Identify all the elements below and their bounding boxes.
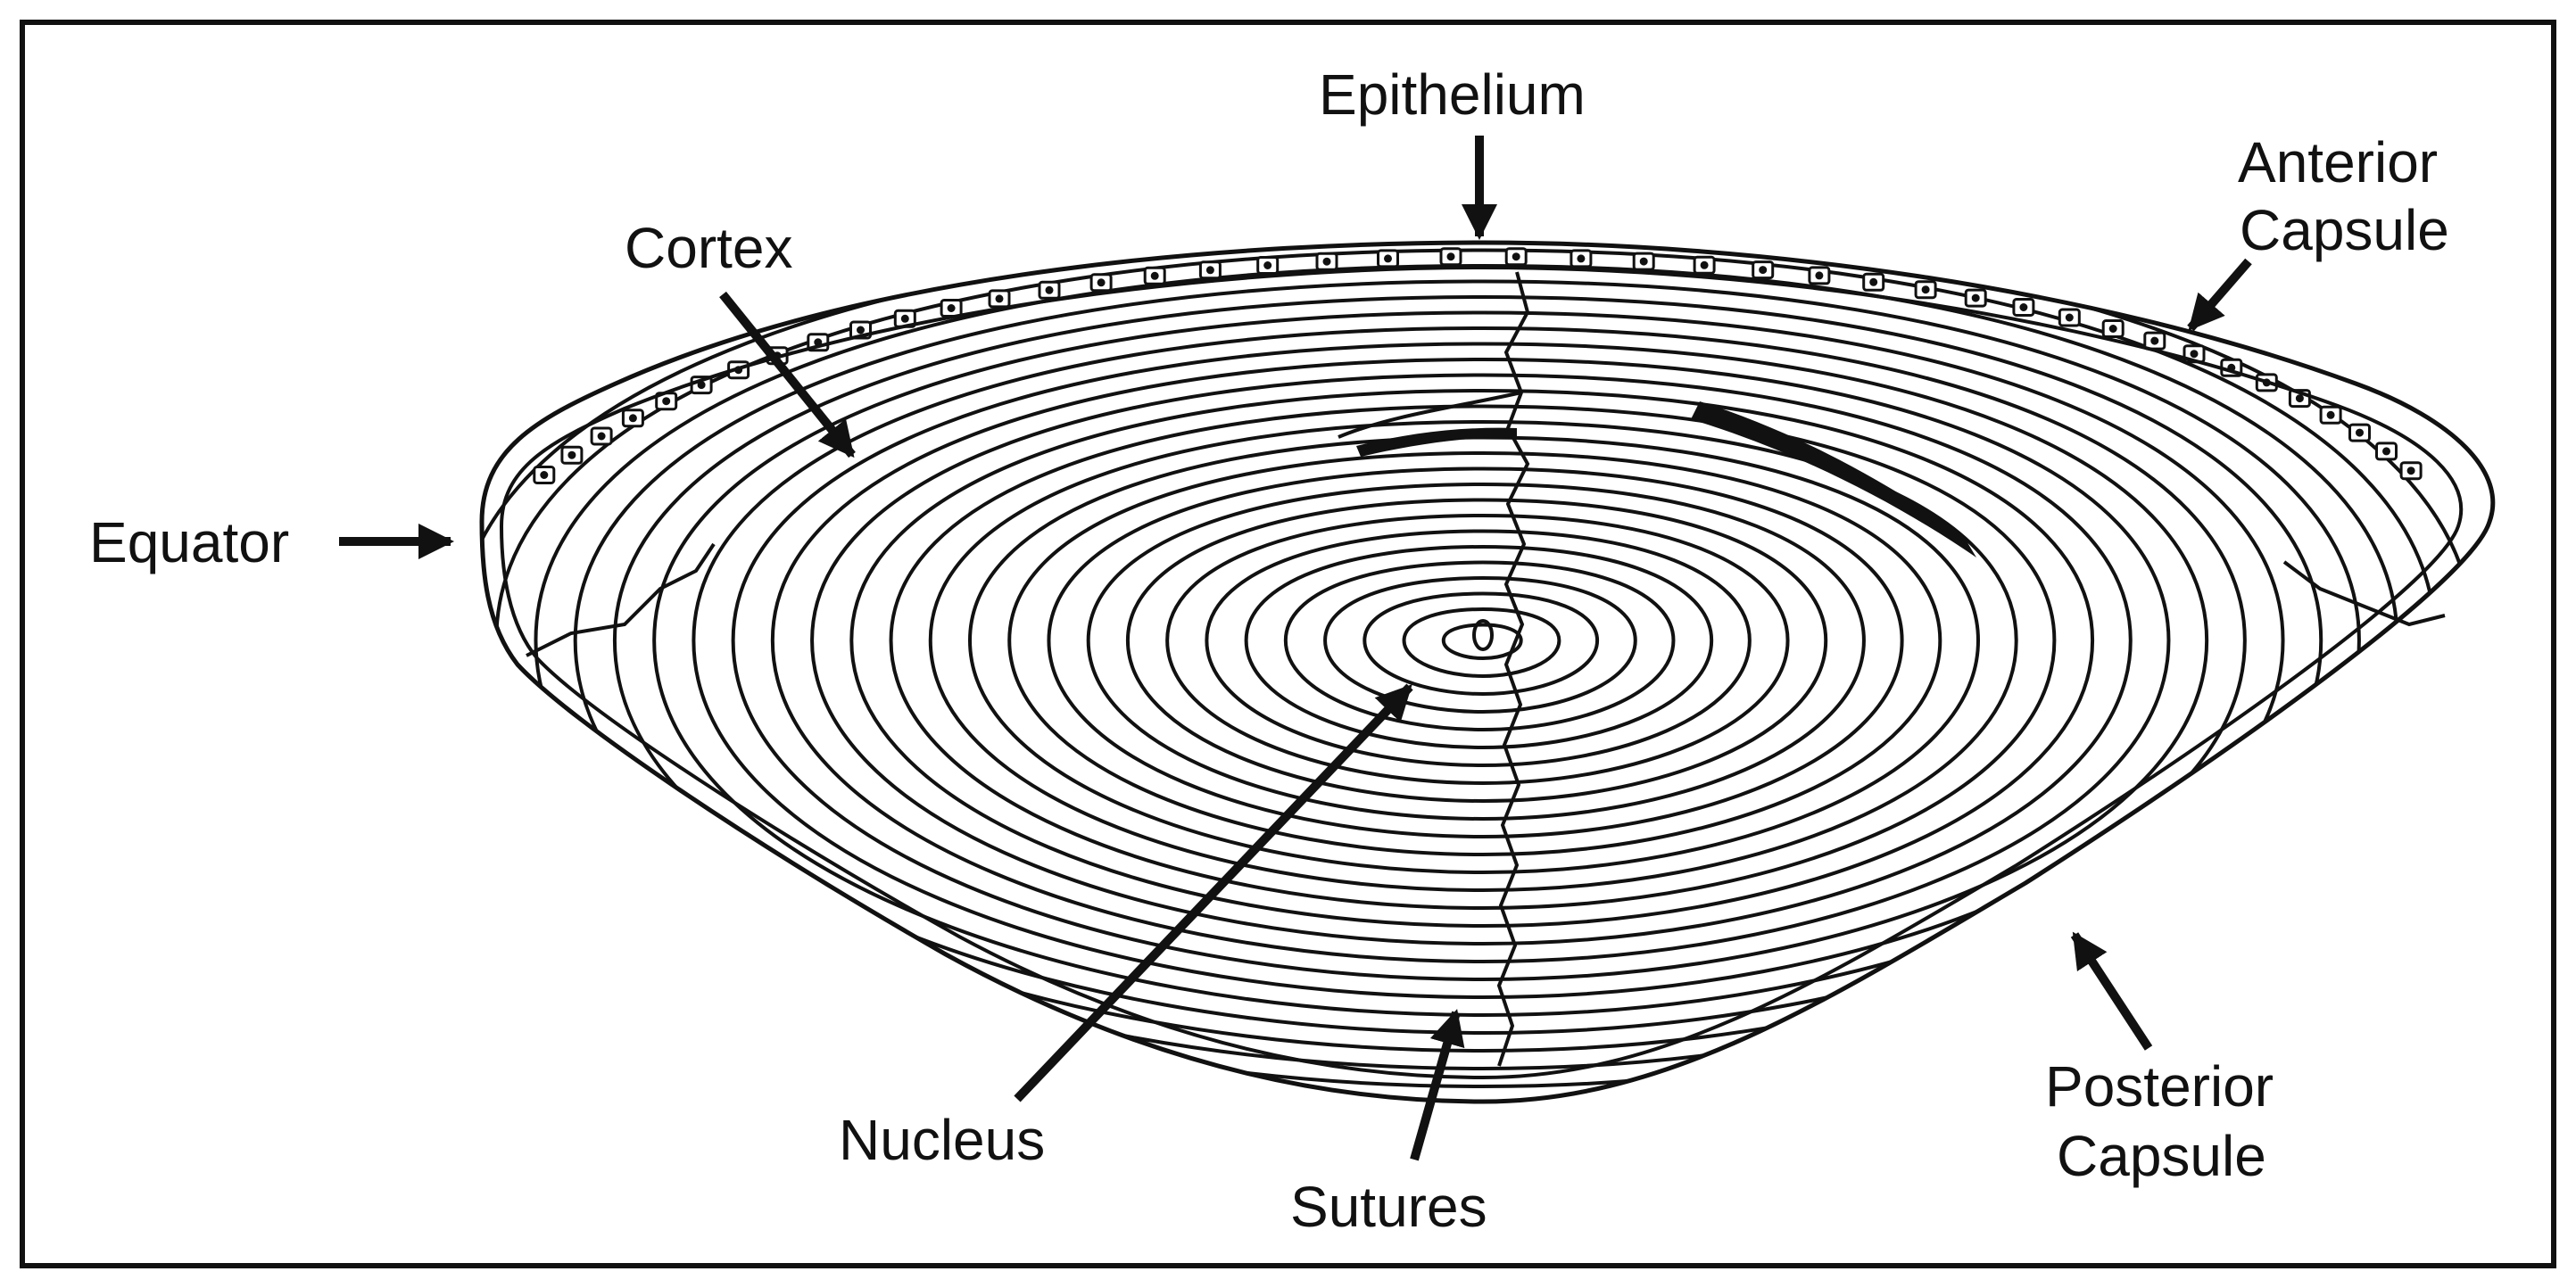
epithelium-cell-nucleus: [1971, 293, 1980, 302]
epithelium-cell-nucleus: [2295, 394, 2304, 403]
epithelium-cell-nucleus: [662, 397, 671, 406]
epithelium-cell-nucleus: [1512, 252, 1520, 261]
epithelium-cell-nucleus: [2326, 410, 2335, 419]
epithelium-cell-nucleus: [1700, 260, 1709, 269]
fiber-layer: [849, 388, 2095, 929]
fiber-layer: [967, 435, 1981, 875]
fiber-layer: [692, 326, 2247, 1000]
epithelium-cell-nucleus: [900, 314, 909, 323]
epithelium-cell-nucleus: [1322, 257, 1331, 266]
anterior-capsule-arrow: [2187, 258, 2252, 332]
epithelium-cell-nucleus: [2356, 428, 2364, 437]
nucleus-label: Nucleus: [839, 1108, 1045, 1172]
fiber-layer: [810, 373, 2133, 946]
fiber-layer: [889, 404, 2057, 911]
epithelium-cell-nucleus: [597, 432, 606, 441]
equator-crack-left: [526, 542, 716, 657]
lens-fiber-layers: [482, 243, 2476, 1102]
fiber-layer: [928, 419, 2018, 893]
epithelium-cell-nucleus: [1815, 271, 1824, 280]
fiber-layer: [1244, 544, 1714, 750]
epithelium-cell-nucleus: [857, 326, 865, 334]
equator-label: Equator: [89, 510, 289, 574]
epithelium-cell-nucleus: [1384, 254, 1392, 263]
fiber-layer: [731, 342, 2209, 982]
suture-branch-upper: [1338, 391, 1522, 439]
epithelium-cell-nucleus: [1097, 278, 1106, 287]
fiber-layer: [652, 310, 2285, 1018]
fiber-layer: [1047, 466, 1904, 839]
fiber-layer: [612, 294, 2323, 1036]
posterior-capsule-label-line1: Posterior: [2045, 1054, 2274, 1119]
epithelium-cell-nucleus: [1759, 266, 1768, 275]
posterior-capsule-arrow: [2070, 931, 2153, 1051]
equator-crack-right: [2282, 560, 2446, 627]
epithelium-cell-nucleus: [1263, 261, 1272, 269]
anterior-capsule-label-line2: Capsule: [2240, 198, 2449, 262]
fiber-layer: [573, 279, 2361, 1053]
epithelium-cell-nucleus: [567, 450, 576, 459]
epithelium-cell-nucleus: [540, 471, 549, 479]
epithelium-cell-nucleus: [628, 414, 637, 423]
dark-fiber-band: [1691, 401, 1976, 557]
epithelium-cell-nucleus: [697, 381, 706, 390]
epithelium-cell-nucleus: [2150, 336, 2159, 345]
epithelium-cell-nucleus: [2190, 350, 2199, 359]
fiber-layer: [1323, 575, 1637, 714]
fiber-layer: [1086, 482, 1866, 822]
fiber-layer: [1007, 450, 1942, 857]
fiber-layer: [1363, 591, 1600, 697]
posterior-capsule-label-line2: Capsule: [2057, 1124, 2266, 1188]
nucleus-core: [1472, 619, 1494, 651]
epithelium-cell-nucleus: [1639, 257, 1648, 266]
fiber-layer: [482, 243, 2476, 1102]
sutures-arrow: [1410, 1009, 1465, 1161]
epithelium-cell-nucleus: [1921, 285, 1930, 294]
dark-fiber-band-left: [1356, 427, 1517, 457]
fiber-layer: [770, 357, 2171, 964]
epithelium-label: Epithelium: [1319, 62, 1586, 127]
epithelium-cell-nucleus: [2065, 313, 2074, 322]
epithelium-cell-nucleus: [995, 294, 1004, 303]
fiber-layer: [1441, 623, 1523, 661]
epithelium-cell-nucleus: [1577, 254, 1586, 263]
epithelium-cell-nucleus: [1150, 271, 1159, 280]
epithelium-cell-nucleus: [2019, 303, 2028, 311]
epithelium-cell-nucleus: [1869, 277, 1878, 286]
suture-line: [1496, 271, 1530, 1067]
epithelium-cell-nucleus: [2406, 466, 2415, 475]
lens-inner-capsule-outline: [499, 265, 2464, 1080]
frame-border: [20, 20, 2556, 1268]
epithelium-cell-nucleus: [1446, 252, 1455, 261]
epithelium-cell-nucleus: [1045, 285, 1054, 294]
fiber-layer: [1402, 607, 1561, 679]
cortex-arrow: [719, 291, 856, 458]
anterior-capsule-label-line1: Anterior: [2238, 130, 2438, 194]
fiber-layer: [1165, 513, 1790, 786]
epithelium-cell-nucleus: [1205, 266, 1214, 275]
sutures-label: Sutures: [1290, 1175, 1487, 1239]
epithelium-cell-row: [533, 247, 2423, 484]
epithelium-cell-nucleus: [2382, 447, 2390, 456]
epithelium-cell-nucleus: [947, 304, 956, 312]
epithelium-cell-nucleus: [2108, 325, 2117, 333]
nucleus-arrow: [1014, 683, 1413, 1102]
cortex-label: Cortex: [625, 216, 793, 280]
lens-capsule-outline: [479, 240, 2496, 1104]
